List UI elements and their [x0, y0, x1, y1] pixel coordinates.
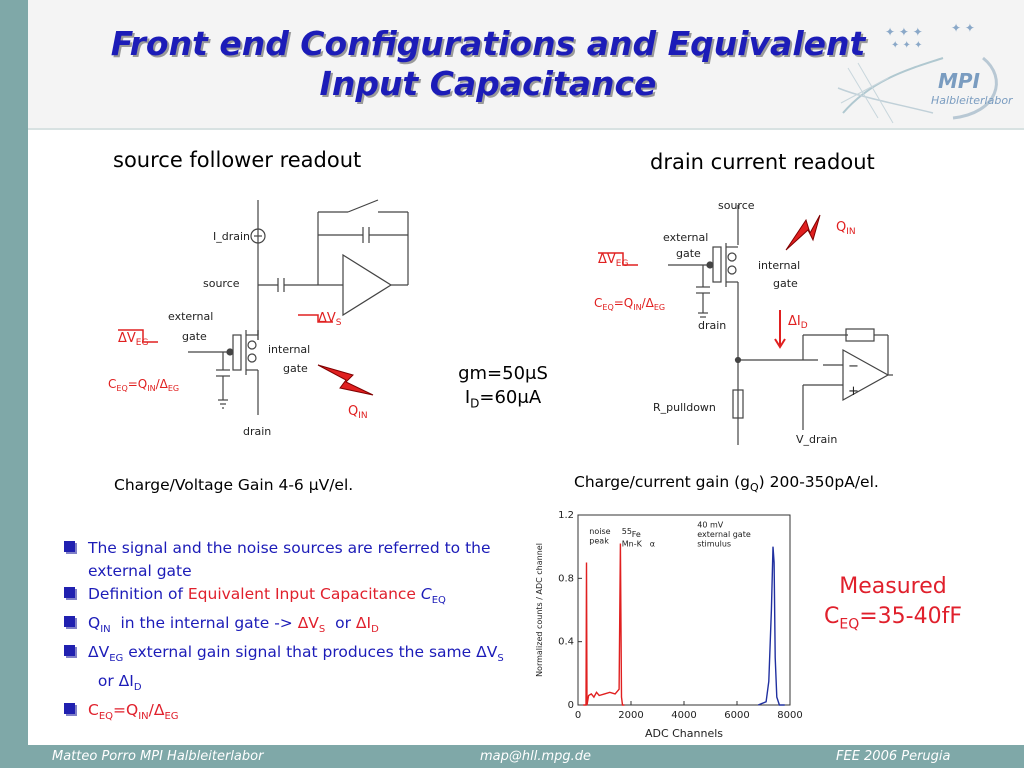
annotation-0: noise: [589, 527, 610, 536]
lbl-r-gate: gate: [676, 247, 701, 260]
gm-value: gm=50μS: [458, 363, 548, 384]
left-heading: source follower readout: [113, 148, 362, 172]
x-axis-label: ADC Channels: [645, 727, 723, 740]
id-value: ID=60μA: [464, 387, 542, 411]
annotation-7: external gate: [697, 530, 751, 539]
drain-current-schematic: source external gate internal gate drain…: [594, 199, 893, 446]
lbl-gate2: gate: [283, 362, 308, 375]
annotation-8: stimulus: [697, 540, 731, 549]
y-tick-label-1: 0.4: [558, 637, 574, 648]
operating-point: gm=50μS ID=60μA: [448, 362, 558, 416]
y-tick-label-0: 0: [568, 700, 574, 711]
mpi-logo: ✦ ✦ ✦ ✦ ✦ ✦ ✦ ✦ MPI Halbleiterlabor: [837, 21, 1014, 124]
y-tick-label-3: 1.2: [558, 510, 574, 521]
slide: Front end Configurations and Equivalent …: [28, 0, 1024, 745]
lbl-drain: drain: [243, 425, 271, 438]
right-heading: drain current readout: [650, 150, 875, 174]
annotation-2: 55: [622, 527, 632, 536]
svg-text:−: −: [848, 359, 859, 374]
lbl-r-source: source: [718, 199, 755, 212]
svg-text:ΔVEG: ΔVEG: [118, 331, 148, 348]
footer-email: map@hll.mpg.de: [480, 749, 592, 764]
annotation-3: Fe: [632, 530, 641, 539]
lbl-internal: internal: [268, 343, 310, 356]
svg-text:✦ ✦ ✦: ✦ ✦ ✦: [885, 25, 923, 39]
bullet-1: The signal and the noise sources are ref…: [64, 537, 524, 583]
footer-author: Matteo Porro MPI Halbleiterlabor: [52, 749, 264, 764]
x-tick-label-1: 2000: [618, 710, 643, 721]
svg-text:QIN: QIN: [836, 220, 856, 237]
svg-text:ΔVEG: ΔVEG: [598, 252, 628, 269]
lbl-r-drain: drain: [698, 319, 726, 332]
annotation-5: α: [650, 540, 655, 549]
logo-subtitle: Halbleiterlabor: [931, 94, 1014, 107]
footer-bar: Matteo Porro MPI Halbleiterlabor map@hll…: [0, 745, 1024, 768]
lbl-source: source: [203, 277, 240, 290]
lbl-r-vdrain: V_drain: [796, 433, 837, 446]
series-line-0: [583, 543, 625, 706]
bullet-2: Definition of Equivalent Input Capacitan…: [64, 583, 524, 612]
y-tick-label-2: 0.8: [558, 573, 574, 584]
left-caption: Charge/Voltage Gain 4-6 μV/el.: [114, 476, 354, 494]
annotation-6: 40 mV: [697, 521, 724, 530]
annotation-1: peak: [589, 537, 609, 546]
svg-text:CEQ=QIN/ΔEG: CEQ=QIN/ΔEG: [108, 377, 179, 393]
bullet-5: CEQ=QIN/ΔEG: [64, 699, 524, 728]
annotation-4: Mn-K: [622, 540, 643, 549]
lbl-r-gate2: gate: [773, 277, 798, 290]
x-tick-label-4: 8000: [777, 710, 802, 721]
lbl-r-external: external: [663, 231, 708, 244]
svg-text:+: +: [848, 384, 859, 399]
svg-text:CEQ=QIN/ΔEG: CEQ=QIN/ΔEG: [594, 296, 665, 312]
lbl-external: external: [168, 310, 213, 323]
svg-text:ΔVS: ΔVS: [318, 311, 342, 328]
lbl-idrain: I_drain: [213, 230, 250, 243]
svg-text:ΔID: ΔID: [788, 314, 808, 331]
lbl-r-pulldown: R_pulldown: [653, 401, 716, 414]
slide-title: Front end Configurations and Equivalent …: [110, 24, 866, 103]
lbl-r-internal: internal: [758, 259, 800, 272]
bullet-4: ΔVEG external gain signal that produces …: [64, 641, 524, 699]
lbl-gate: gate: [182, 330, 207, 343]
bullet-3: QIN in the internal gate -> ΔVS or ΔID: [64, 612, 524, 641]
bullet-list: The signal and the noise sources are ref…: [64, 537, 524, 728]
measured-result: Measured CEQ=35-40fF: [823, 574, 962, 633]
y-axis-label: Normalized counts / ADC channel: [535, 543, 544, 677]
x-tick-label-0: 0: [575, 710, 581, 721]
logo-name: MPI: [938, 69, 981, 93]
header-band: [28, 0, 1024, 130]
series-line-1: [757, 546, 785, 706]
x-tick-label-3: 6000: [724, 710, 749, 721]
svg-text:✦ ✦ ✦: ✦ ✦ ✦: [891, 40, 923, 51]
source-follower-schematic: I_drain source external gate internal ga…: [108, 199, 409, 438]
svg-text:QIN: QIN: [348, 404, 368, 421]
right-caption: Charge/current gain (gQ) 200-350pA/el.: [574, 473, 879, 495]
svg-text:✦ ✦: ✦ ✦: [951, 21, 975, 35]
x-tick-label-2: 4000: [671, 710, 696, 721]
footer-event: FEE 2006 Perugia: [836, 749, 951, 764]
